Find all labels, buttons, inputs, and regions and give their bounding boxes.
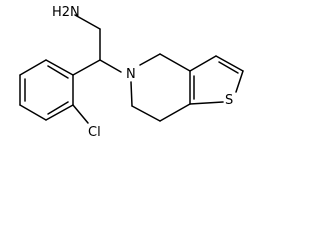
- atom-labels: H2N N S Cl: [52, 5, 233, 140]
- bond-aryl-cl: [72, 104, 89, 124]
- bond-thiophene-c3-c2: [215, 55, 244, 72]
- bond-thiophene-c2-s: [235, 70, 244, 93]
- bond-benzene-1: [45, 59, 74, 76]
- bond-chiral-aryl: [72, 59, 101, 76]
- bond-ch2-lower-ch2: [131, 105, 161, 122]
- bonds: [19, 14, 244, 124]
- bond-benzene-4: [19, 104, 47, 121]
- bond-benzene-5: [45, 104, 74, 121]
- ring-nitrogen-label: N: [126, 67, 136, 82]
- bond-thiophene-top: [189, 55, 217, 72]
- amine-label: H2N: [52, 5, 80, 20]
- sulfur-label: S: [225, 93, 233, 108]
- bond-benzene-double-c: [47, 101, 69, 115]
- bond-n-ch2-top: [139, 53, 161, 66]
- bond-ch2-n: [130, 81, 133, 107]
- bond-benzene-2: [19, 59, 47, 76]
- chlorine-label: Cl: [88, 125, 101, 140]
- bond-benzene-double-a: [47, 65, 69, 79]
- bond-ch2-top-junction: [159, 53, 191, 72]
- structure-drawing: H2N N S Cl: [19, 5, 244, 140]
- bond-thiophene-s-c7a: [189, 101, 224, 105]
- bond-amine-ch2: [74, 14, 101, 30]
- bond-junction-ch2-lower: [159, 103, 191, 122]
- molecule-diagram: H2N N S Cl: [19, 5, 244, 140]
- bond-thiophene-double-b: [218, 61, 239, 74]
- bond-chiral-n: [99, 59, 122, 73]
